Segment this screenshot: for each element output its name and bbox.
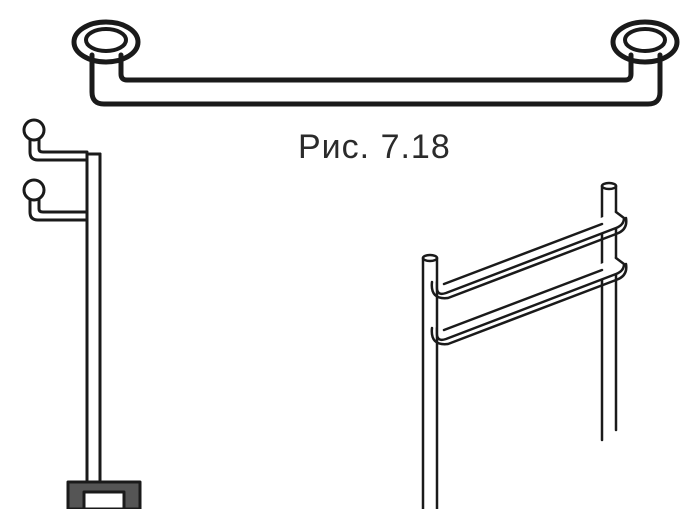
upper-hook [22,118,89,162]
figure-caption: Рис. 7.18 [298,128,451,166]
grab-bar-tube-outer [89,52,663,107]
right-mount-flange [610,19,680,65]
stand-base [66,480,142,509]
left-post [421,253,439,509]
left-mount-flange [71,19,141,65]
grab-bar-tube-inner [118,52,634,83]
lower-hook [22,178,89,222]
horizontal-grab-bar [71,19,680,107]
double-rail-frame [421,181,628,509]
wall-coat-hook-stand [22,118,142,509]
lower-rail [430,256,628,346]
upper-rail [430,210,628,300]
